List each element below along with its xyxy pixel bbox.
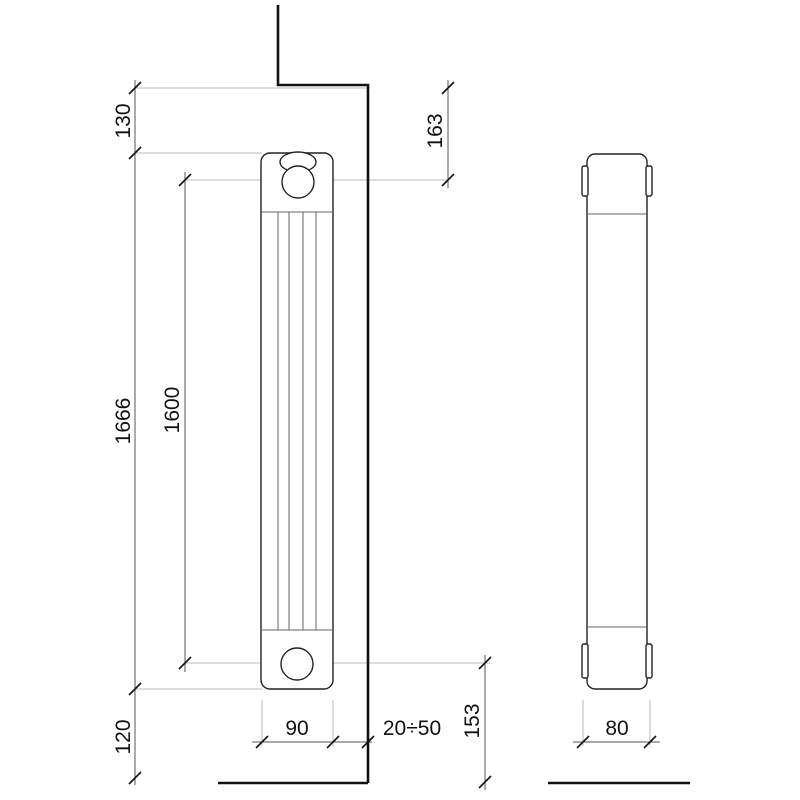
- label-1600: 1600: [161, 387, 184, 434]
- bottom-pipe-connection: [280, 647, 314, 681]
- depth-dimension: [573, 735, 660, 749]
- label-80: 80: [605, 717, 628, 740]
- extension-lines: [135, 87, 651, 746]
- pipe-to-floor-dimension: [478, 655, 492, 790]
- label-153: 153: [461, 703, 484, 738]
- wall-outline: [218, 5, 690, 785]
- radiator-side-view: [581, 153, 653, 690]
- wall-to-pipe-dimension: [441, 80, 455, 188]
- label-163: 163: [424, 113, 447, 148]
- label-20-50: 20÷50: [383, 717, 441, 740]
- label-120: 120: [112, 719, 135, 754]
- label-130: 130: [112, 103, 135, 138]
- label-1666: 1666: [112, 398, 135, 445]
- width-dimension: [252, 735, 375, 749]
- centers-dimension: [178, 172, 192, 672]
- radiator-front-view: [260, 151, 334, 690]
- top-pipe-connection: [281, 165, 315, 199]
- label-90: 90: [285, 717, 308, 740]
- left-dimension-chain: [128, 80, 142, 785]
